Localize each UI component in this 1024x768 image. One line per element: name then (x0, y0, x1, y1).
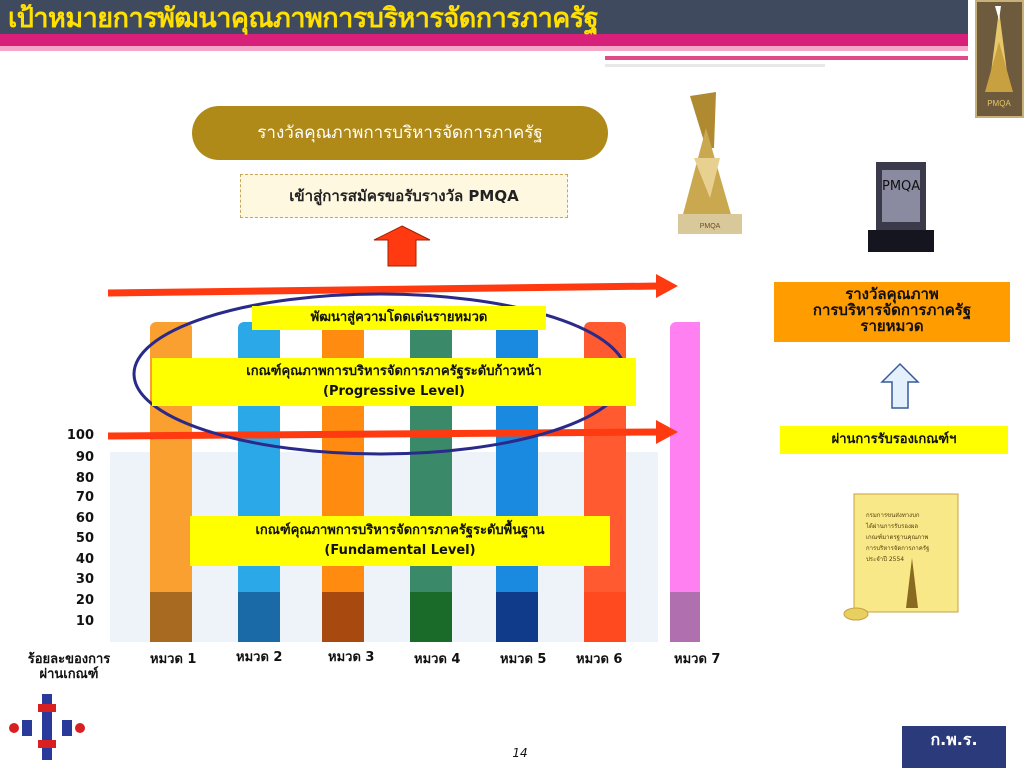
top-arrow-line (107, 282, 661, 297)
certificate-line: ประจำปี 2554 (866, 556, 905, 563)
pmqa-logo-icon: PMQA (985, 6, 1013, 108)
category-award-line1: รางวัลคุณภาพ (845, 285, 939, 303)
category-label-1: หมวด 1 (150, 652, 197, 667)
gpr-logo (902, 726, 1006, 768)
axis-title-line1: ร้อยละของการ (27, 652, 111, 667)
y-tick-label: 20 (75, 593, 94, 608)
y-tick-label: 90 (75, 450, 94, 465)
certificate-scroll-icon (843, 493, 959, 621)
ministry-logo-icon (9, 694, 85, 760)
header-stripe (0, 34, 968, 46)
y-tick-label: 80 (75, 471, 94, 486)
page-title: เป้าหมายการพัฒนาคุณภาพการบริหารจัดการภาค… (8, 3, 599, 34)
category-award-box: รางวัลคุณภาพ การบริหารจัดการภาครัฐ รายหม… (774, 282, 1010, 342)
header-stripe (0, 46, 968, 51)
y-tick-label: 30 (75, 572, 94, 587)
category-label-3: หมวด 3 (328, 650, 375, 665)
top-arrow-head (656, 274, 678, 298)
category-label-5: หมวด 5 (500, 652, 547, 667)
up-arrow-outline-icon (880, 362, 920, 409)
axis-title: ร้อยละของการ ผ่านเกณฑ์ (4, 652, 134, 682)
page-number: 14 (512, 746, 528, 760)
bar-base-7 (670, 592, 700, 642)
axis-title-line2: ผ่านเกณฑ์ (39, 667, 99, 682)
header-stripe (605, 64, 825, 67)
mid-arrow-line (107, 428, 661, 440)
up-arrow-icon (373, 225, 431, 267)
bar-base-4 (410, 592, 452, 642)
category-award-line3: รายหมวด (860, 317, 924, 335)
y-tick-label: 60 (75, 511, 94, 526)
svg-text:PMQA: PMQA (987, 99, 1011, 108)
gpr-logo-text: ก.พ.ร. (930, 730, 978, 749)
bar-base-6 (584, 592, 626, 642)
fundamental-line2: (Fundamental Level) (324, 543, 476, 558)
mid-arrow-head (656, 420, 678, 444)
gold-trophy-icon: PMQA (678, 92, 742, 234)
bar-base-2 (238, 592, 280, 642)
bar-base-5 (496, 592, 538, 642)
svg-text:PMQA: PMQA (700, 223, 721, 230)
progressive-level-box: เกณฑ์คุณภาพการบริหารจัดการภาครัฐระดับก้า… (152, 358, 636, 406)
bar-base-1 (150, 592, 192, 642)
y-tick-label: 40 (75, 552, 94, 567)
certificate-line: กรมการขนส่งทางบก (866, 512, 920, 519)
y-tick-label: 100 (66, 428, 94, 443)
excellence-label: พัฒนาสู่ความโดดเด่นรายหมวด (252, 306, 546, 330)
apply-award-box: เข้าสู่การสมัครขอรับรางวัล PMQA (240, 174, 568, 218)
pass-certification-box: ผ่านการรับรองเกณฑ์ฯ (780, 426, 1008, 454)
category-trophy-icon (868, 162, 934, 252)
bar-7 (670, 322, 700, 642)
progressive-line1: เกณฑ์คุณภาพการบริหารจัดการภาครัฐระดับก้า… (246, 364, 542, 379)
category-award-line2: การบริหารจัดการภาครัฐ (812, 301, 972, 319)
y-tick-label: 70 (75, 490, 94, 505)
trophy-label: PMQA (882, 179, 921, 194)
bar-base-3 (322, 592, 364, 642)
pmqa-logo: PMQA (975, 0, 1024, 118)
y-tick-label: 50 (75, 531, 94, 546)
category-label-6: หมวด 6 (576, 652, 623, 667)
progressive-line2: (Progressive Level) (323, 384, 465, 399)
certificate-text: กรมการขนส่งทางบกได้ผ่านการรับรองผลเกณฑ์ม… (866, 510, 946, 565)
certificate-line: เกณฑ์มาตรฐานคุณภาพ (866, 534, 929, 541)
header-bar (0, 0, 968, 34)
fundamental-line1: เกณฑ์คุณภาพการบริหารจัดการภาครัฐระดับพื้… (255, 523, 545, 538)
category-label-7: หมวด 7 (674, 652, 721, 667)
certificate-line: ได้ผ่านการรับรองผล (866, 523, 919, 530)
category-label-2: หมวด 2 (236, 650, 283, 665)
fundamental-level-box: เกณฑ์คุณภาพการบริหารจัดการภาครัฐระดับพื้… (190, 516, 610, 566)
category-label-4: หมวด 4 (414, 652, 461, 667)
header-stripe (605, 56, 968, 60)
award-title-pill: รางวัลคุณภาพการบริหารจัดการภาครัฐ (192, 106, 608, 160)
certificate-line: การบริหารจัดการภาครัฐ (866, 545, 930, 552)
y-tick-label: 10 (75, 614, 94, 629)
